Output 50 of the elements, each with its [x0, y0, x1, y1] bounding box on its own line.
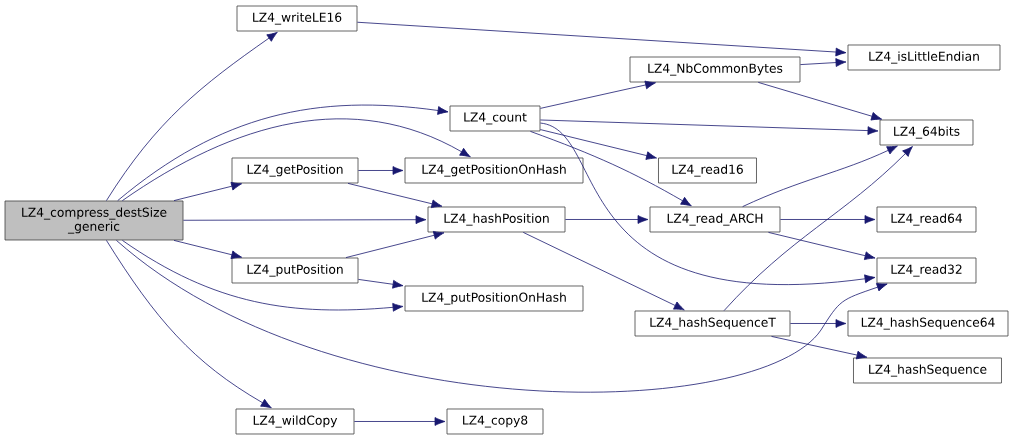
arrow — [347, 183, 443, 209]
arrow — [173, 240, 242, 260]
arrow — [183, 215, 427, 225]
function-box: LZ4_hashPosition — [427, 206, 566, 233]
function-box: LZ4_read64 — [876, 206, 977, 233]
function-box: LZ4_NbCommonBytes — [629, 56, 801, 83]
arrow — [106, 240, 272, 409]
arrow — [742, 145, 898, 207]
arrow — [800, 58, 847, 67]
arrow — [768, 232, 876, 260]
function-box: LZ4_read16 — [658, 157, 757, 184]
function-box: LZ4_getPositionOnHash — [404, 157, 584, 184]
function-box: LZ4_putPosition — [231, 257, 359, 284]
arrow — [345, 231, 445, 258]
function-box: LZ4_writeLE16 — [236, 5, 358, 32]
function-box: LZ4_hashSequence — [853, 357, 1002, 384]
function-box: LZ4_putPositionOnHash — [404, 285, 584, 312]
arrow — [540, 122, 876, 285]
arrow — [358, 166, 404, 175]
function-box: LZ4_isLittleEndian — [847, 44, 1001, 71]
arrow — [122, 240, 404, 312]
function-box: LZ4_count — [449, 105, 541, 132]
function-box: LZ4_hashSequenceT — [634, 310, 791, 337]
function-box: LZ4_64bits — [879, 119, 974, 146]
arrow — [540, 80, 656, 109]
function-box: LZ4_read_ARCH — [649, 206, 781, 233]
arrow — [354, 417, 446, 426]
function-box: LZ4_copy8 — [446, 408, 544, 435]
function-box: LZ4_compress_destSize _generic — [4, 200, 184, 241]
arrow — [790, 319, 847, 328]
arrow — [358, 279, 404, 289]
function-box: LZ4_read32 — [876, 257, 977, 284]
arrow — [106, 31, 278, 201]
arrow — [173, 181, 242, 201]
arrow — [723, 146, 913, 311]
arrow — [530, 131, 692, 207]
arrow — [522, 232, 685, 311]
function-box: LZ4_getPosition — [231, 157, 359, 184]
arrow — [780, 215, 876, 224]
arrow — [357, 21, 847, 57]
arrow — [540, 119, 879, 135]
function-box: LZ4_hashSequence64 — [847, 310, 1009, 337]
arrow — [771, 336, 868, 360]
arrow — [540, 129, 657, 160]
arrow — [565, 215, 649, 224]
arrow — [757, 82, 883, 121]
arrow — [122, 118, 471, 201]
arrow — [116, 240, 888, 393]
arrow — [117, 104, 449, 201]
function-box: LZ4_wildCopy — [235, 408, 355, 435]
